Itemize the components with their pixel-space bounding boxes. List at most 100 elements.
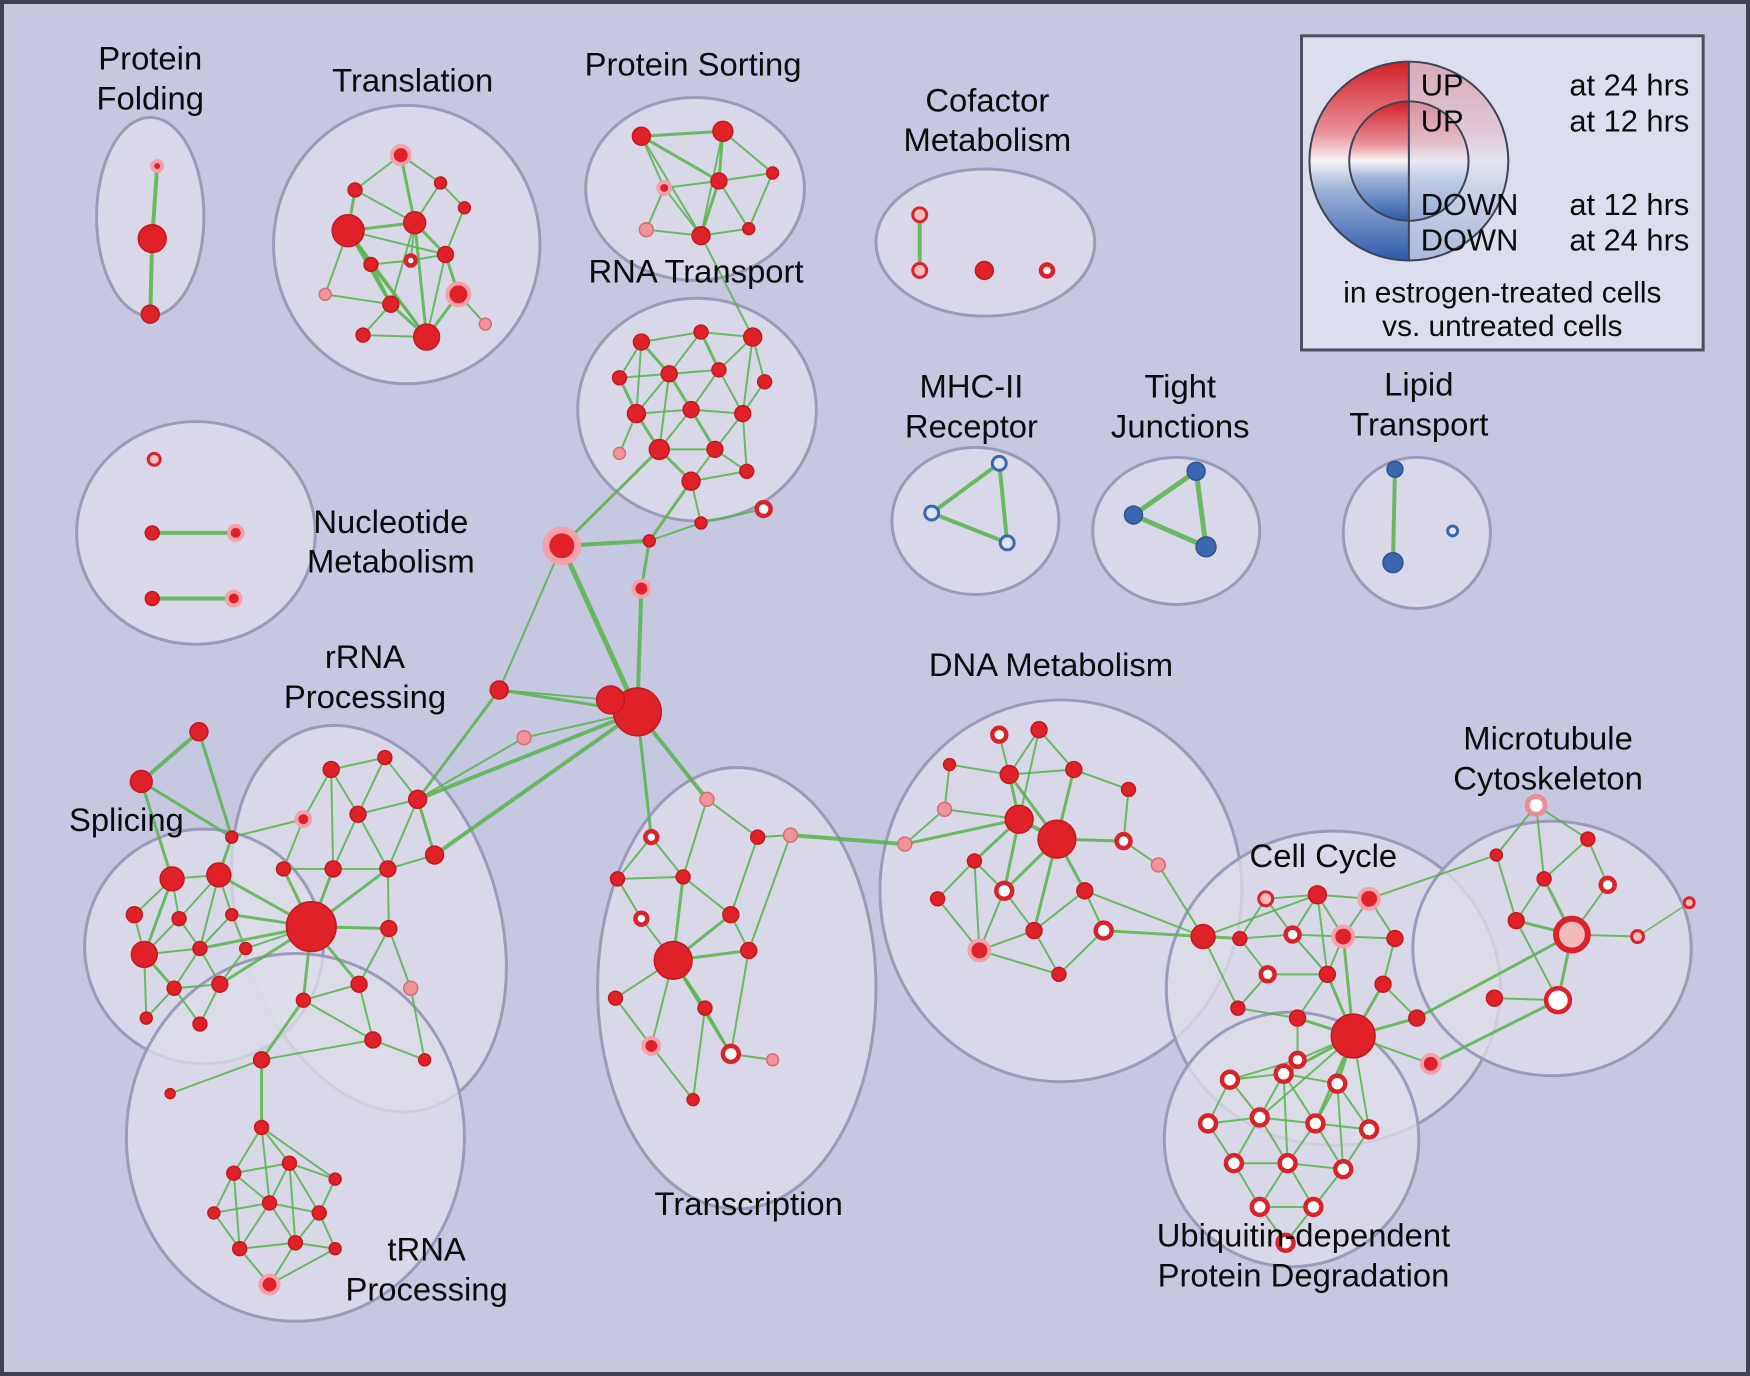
node-r6 xyxy=(275,861,292,877)
edge-b1-d7 xyxy=(903,817,1021,846)
node-rt9 xyxy=(734,404,752,423)
edge-m0-hub xyxy=(559,543,640,715)
node-nm1 xyxy=(144,525,160,541)
edge-mt10-mt11 xyxy=(1636,901,1690,938)
legend-down24-label: DOWN xyxy=(1421,223,1519,258)
node-mt0 xyxy=(1524,793,1548,817)
edge-ps3-ps4 xyxy=(717,172,774,182)
node-cc7 xyxy=(1258,965,1277,984)
node-sp11 xyxy=(192,1016,208,1032)
node-i0 xyxy=(489,680,509,700)
node-m2 xyxy=(754,499,773,519)
node-rt3 xyxy=(611,370,628,386)
node-tj2 xyxy=(1195,536,1217,558)
node-ps4 xyxy=(765,166,780,180)
edge-cc10-cc11 xyxy=(1236,1007,1299,1020)
node-cc9 xyxy=(1374,975,1392,993)
edge-tx9-b0 xyxy=(747,834,792,952)
node-tr11 xyxy=(328,1242,342,1256)
cluster-mhc-ii-receptor-ellipse xyxy=(890,445,1061,597)
node-st2 xyxy=(225,830,239,844)
node-ps0 xyxy=(631,126,652,146)
node-u7 xyxy=(1223,1153,1245,1174)
edge-cc8-cc11 xyxy=(1296,973,1329,1020)
node-t2 xyxy=(433,176,448,190)
node-d17 xyxy=(967,938,992,963)
edge-mh1-mh2 xyxy=(929,511,1010,545)
node-r2 xyxy=(294,810,313,829)
edge-tx0-tx2 xyxy=(705,798,759,839)
node-lt2 xyxy=(1446,524,1460,538)
edge-tx5-tx7 xyxy=(682,875,732,916)
node-rtc xyxy=(694,516,708,530)
node-mt10 xyxy=(1630,929,1645,945)
node-nm0 xyxy=(146,451,162,467)
edge-ccb-cc10 xyxy=(1202,935,1239,1010)
node-b0 xyxy=(782,827,799,843)
node-st1 xyxy=(129,769,153,794)
node-sp7 xyxy=(238,941,253,956)
edge-u1-u8 xyxy=(1282,1072,1289,1165)
node-cc10 xyxy=(1230,1000,1246,1016)
node-sp0 xyxy=(159,866,185,892)
node-tx2 xyxy=(749,829,766,845)
edge-r4-r8 xyxy=(386,798,419,870)
legend-caption-line2: vs. untreated cells xyxy=(1382,310,1622,343)
node-ps3 xyxy=(710,172,728,190)
node-tr12 xyxy=(258,1273,281,1296)
node-r13 xyxy=(403,980,419,996)
edge-r0-r7 xyxy=(330,768,335,870)
edge-r10-r13 xyxy=(387,927,412,990)
node-u4 xyxy=(1249,1107,1270,1128)
node-tx0 xyxy=(699,791,715,808)
edge-tx1-tx4 xyxy=(616,836,653,880)
edge-d3-d4 xyxy=(1008,768,1075,776)
node-u3 xyxy=(1197,1113,1219,1134)
node-mh0 xyxy=(990,454,1008,472)
node-d8 xyxy=(1037,819,1077,859)
edge-tj0-tj2 xyxy=(1193,468,1209,550)
node-u6 xyxy=(1358,1119,1380,1140)
edge-st1-st2 xyxy=(139,779,234,839)
node-ps6 xyxy=(691,225,711,246)
node-d5 xyxy=(1120,781,1137,798)
node-sp3 xyxy=(171,910,187,927)
node-rt0 xyxy=(632,333,651,351)
node-lt0 xyxy=(1386,460,1404,478)
node-t7 xyxy=(363,256,379,273)
node-u9 xyxy=(1333,1158,1354,1180)
edge-r1-r3 xyxy=(357,756,386,816)
node-tr1 xyxy=(164,1087,176,1100)
edge-st2-r2 xyxy=(230,818,305,839)
node-cc15 xyxy=(1419,1052,1442,1075)
node-r15 xyxy=(417,1053,432,1067)
legend-up12-time: at 12 hrs xyxy=(1569,103,1689,138)
node-ps5 xyxy=(638,221,655,238)
node-r7 xyxy=(324,860,342,878)
node-cc5 xyxy=(1331,924,1356,949)
node-u2 xyxy=(1327,1073,1348,1094)
node-d10 xyxy=(966,853,983,869)
node-tx10 xyxy=(607,990,624,1006)
edge-rt2-rt9 xyxy=(741,336,754,415)
node-m0 xyxy=(542,526,582,566)
node-tr3 xyxy=(226,1165,242,1181)
cluster-transcription-ellipse xyxy=(596,766,878,1211)
edge-tr4-tr10 xyxy=(288,1162,297,1244)
edge-i0-m0 xyxy=(498,544,563,691)
node-tx14 xyxy=(765,1053,780,1067)
edge-cc1-cc8 xyxy=(1316,893,1329,976)
node-hub2 xyxy=(595,685,626,715)
node-r0 xyxy=(322,760,340,779)
node-cc3 xyxy=(1232,930,1248,947)
edge-b0-b1 xyxy=(788,833,907,847)
node-cc12 xyxy=(1330,1013,1376,1059)
node-rt2 xyxy=(743,327,763,347)
node-d11 xyxy=(1150,857,1167,873)
node-sp9 xyxy=(211,975,229,993)
node-mt6 xyxy=(1553,915,1591,954)
legend-up12-label: UP xyxy=(1421,103,1464,138)
